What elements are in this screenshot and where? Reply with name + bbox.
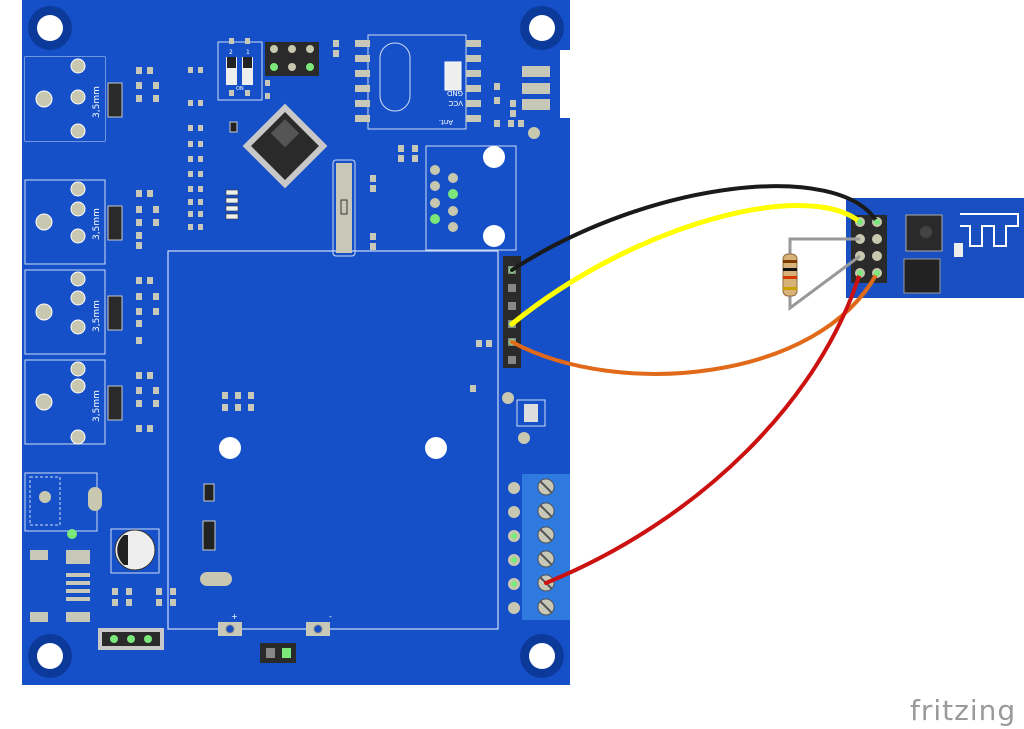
resistor-array — [225, 189, 239, 220]
via-top-right — [528, 127, 540, 139]
jack-label-3: 3,5mm — [92, 300, 102, 332]
pin-header-6 — [503, 256, 521, 368]
antenna-trace — [960, 213, 1019, 247]
mounting-hole-bl — [28, 634, 72, 678]
main-pcb: 3,5mm 3,5mm 3,5mm 3,5mm — [22, 0, 570, 685]
jack-label-4: 3,5mm — [92, 390, 102, 422]
power-jack — [24, 472, 102, 539]
jack-label-2: 3,5mm — [92, 208, 102, 240]
pin-header-2 — [260, 643, 296, 663]
dip-number-2: 2 — [229, 49, 233, 56]
mounting-hole-tl — [28, 6, 72, 50]
minus-pad: - — [306, 612, 332, 636]
regulator — [30, 550, 90, 622]
smd-pads — [112, 40, 524, 606]
small-transistor — [229, 121, 238, 133]
rj-connector — [425, 145, 517, 251]
smd-resistor-group — [107, 82, 123, 421]
module-pin-gnd: GND — [447, 89, 463, 97]
wire-yellow — [509, 203, 863, 327]
fuse — [202, 520, 216, 551]
sim-module: Ant. VCC GND — [355, 34, 481, 130]
mounting-hole-br — [520, 634, 564, 678]
capacitor-small — [200, 572, 232, 586]
microcontroller-chip — [242, 103, 328, 189]
audio-jack-2: 3,5mm — [24, 179, 106, 265]
crystal-oscillator — [332, 159, 356, 257]
wires — [509, 184, 880, 585]
diode — [203, 483, 215, 502]
mounting-hole-tr — [520, 6, 564, 50]
dip-number-1: 1 — [246, 49, 250, 56]
module-pin-vcc: VCC — [448, 99, 463, 107]
wire-black — [510, 184, 879, 272]
esp01-module — [846, 198, 1024, 298]
wire-red — [544, 271, 862, 585]
minus-label: - — [329, 612, 332, 621]
jack-label-1: 3,5mm — [92, 86, 102, 118]
jumper-header-top — [265, 42, 319, 76]
tactile-switch — [502, 392, 546, 444]
audio-jack-3: 3,5mm — [24, 269, 106, 355]
power-pads — [522, 66, 550, 110]
fritzing-watermark: fritzing — [910, 694, 1017, 727]
pullup-resistor — [782, 237, 861, 311]
module-pin-ant: Ant. — [439, 118, 453, 126]
esp-chip — [905, 214, 943, 252]
electrolytic-capacitor — [110, 528, 160, 574]
audio-jack-1: 3,5mm — [24, 56, 106, 142]
audio-jack-4: 3,5mm — [24, 359, 106, 445]
dip-on-label: ON — [236, 86, 244, 92]
plus-label: + — [231, 612, 238, 621]
plus-pad: + — [218, 612, 242, 636]
pin-header-3 — [98, 628, 164, 650]
screw-terminal-block — [508, 474, 570, 620]
flash-chip — [903, 258, 941, 294]
dip-switch: 2 1 ON — [217, 38, 263, 101]
